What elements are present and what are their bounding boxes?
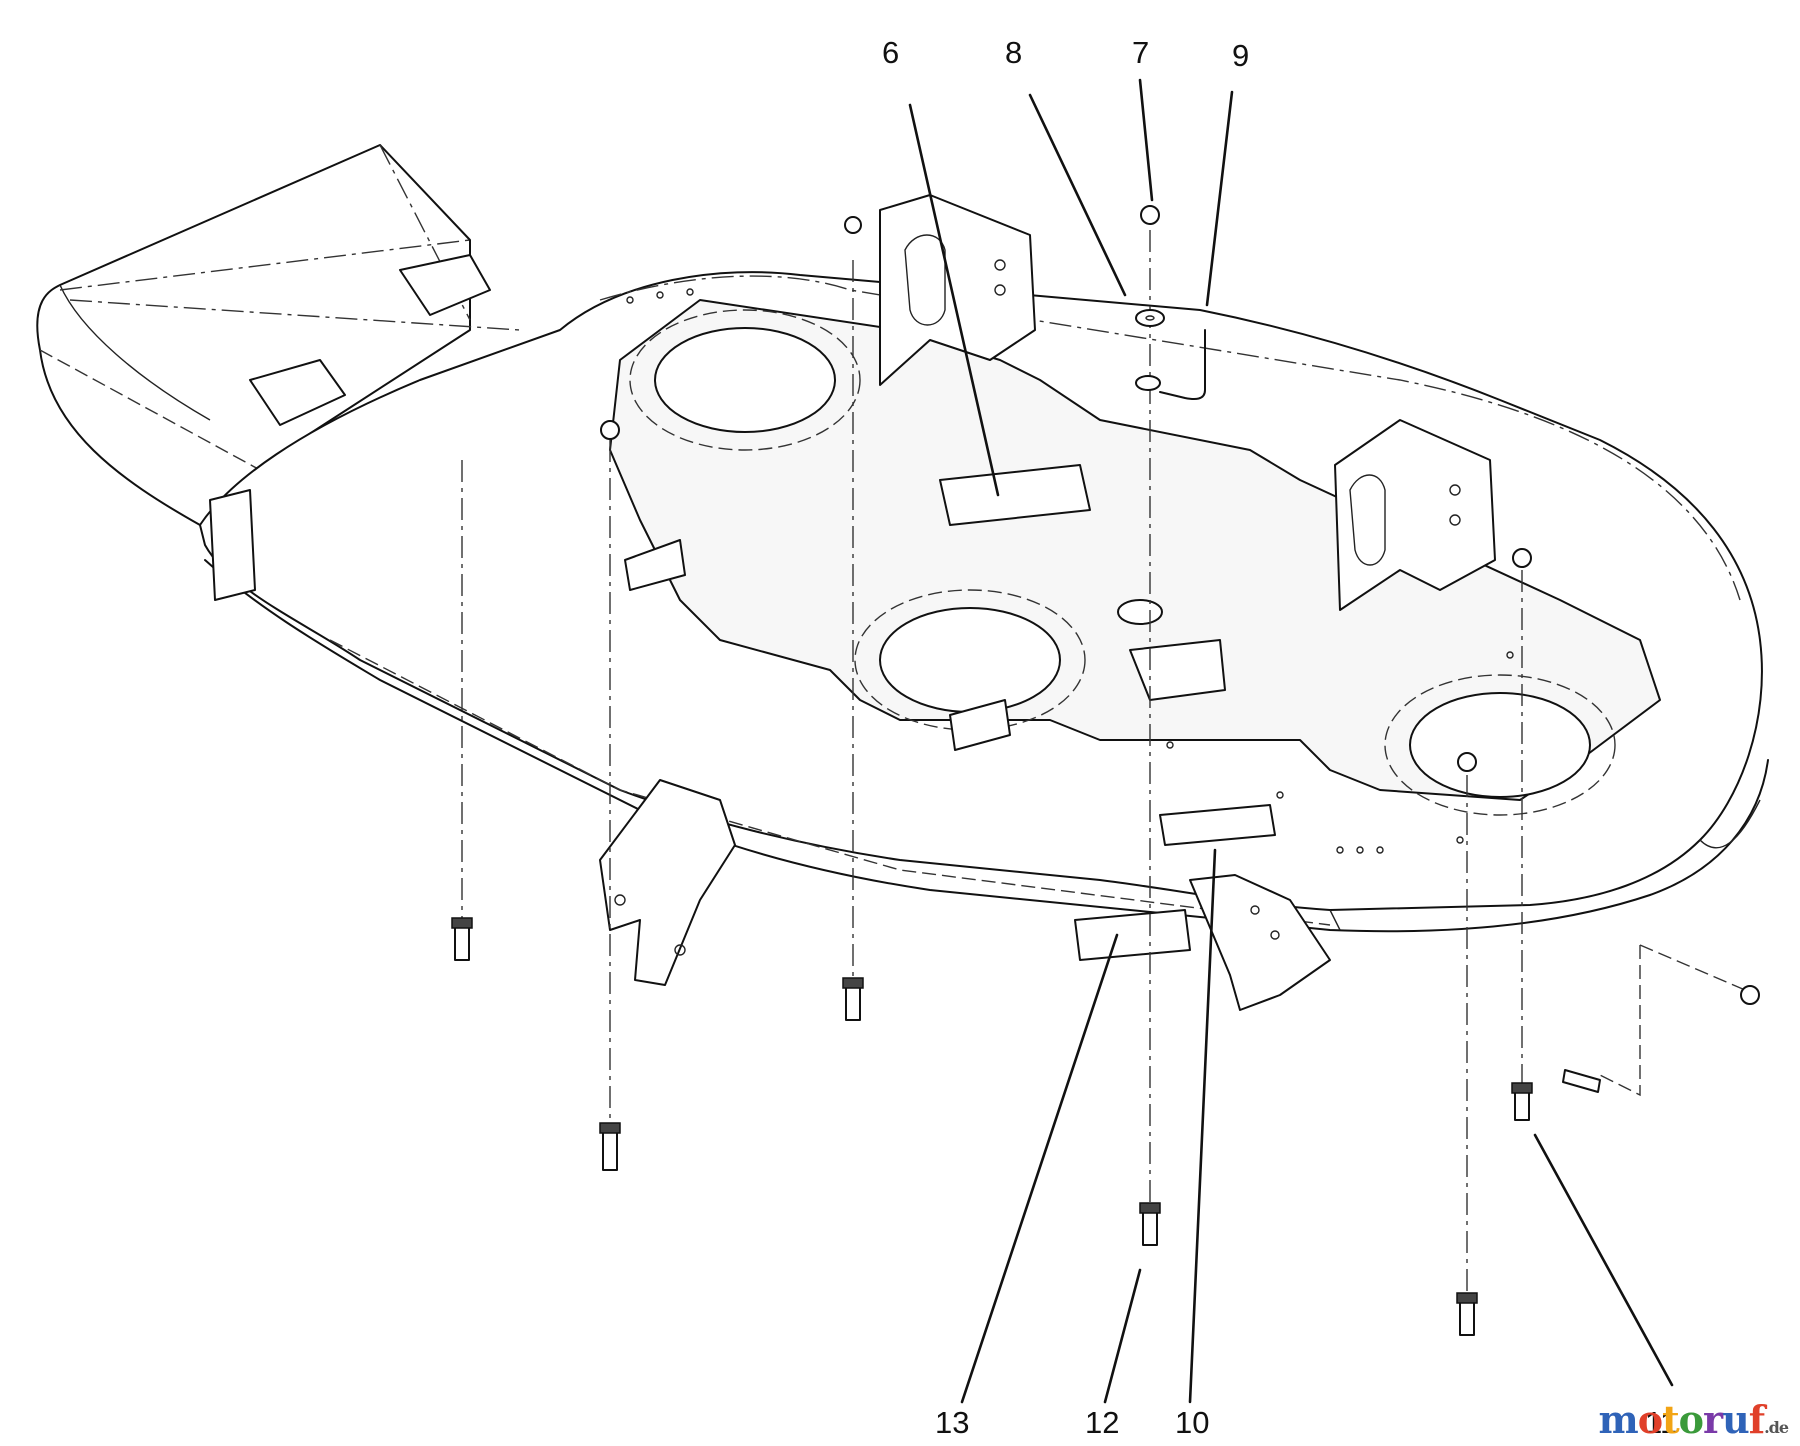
bolt-2 [599, 1122, 621, 1171]
leader-8 [1028, 93, 1127, 297]
leader-6 [908, 103, 1000, 497]
hex-nuts [600, 205, 1760, 1005]
height-adjust-bracket-left [879, 194, 1036, 386]
leader-13 [960, 933, 1119, 1404]
deck-wheel-brackets [209, 254, 1226, 751]
leader-9 [1205, 90, 1234, 307]
callout-11: 11 [1645, 1405, 1677, 1440]
fastener-centerlines [461, 230, 1746, 1300]
callout-9: 9 [1232, 38, 1249, 73]
callout-7: 7 [1132, 35, 1149, 70]
spindle-openings [629, 309, 1616, 816]
leader-11 [1533, 1133, 1674, 1387]
deck-holes [626, 288, 1514, 854]
decals [939, 464, 1276, 961]
bolt-7 [1562, 1069, 1601, 1093]
height-adjust-bracket-right [1334, 419, 1496, 611]
bolt-4 [1139, 1202, 1161, 1246]
bolt-3 [842, 977, 864, 1021]
bolt-1 [451, 917, 473, 961]
callout-13: 13 [935, 1405, 969, 1440]
callout-12: 12 [1085, 1405, 1119, 1440]
callout-6: 6 [882, 35, 899, 70]
bolt-5 [1456, 1292, 1478, 1336]
callout-labels: 6 7 8 9 10 11 12 13 [882, 35, 1677, 1440]
hairpin-pin [1135, 329, 1206, 400]
deck-shell [199, 271, 1769, 933]
leader-12 [1103, 1268, 1142, 1404]
flat-washer [1135, 309, 1165, 327]
callout-10: 10 [1175, 1405, 1209, 1440]
front-hitch-bracket [599, 779, 736, 986]
front-hitch-bracket-right [1189, 874, 1331, 1011]
bolt-6 [1511, 1082, 1533, 1121]
watermark-logo: motoruf.de [1598, 1397, 1789, 1442]
leader-10 [1188, 848, 1217, 1404]
leader-lines [908, 78, 1674, 1404]
callout-8: 8 [1005, 35, 1022, 70]
hex-bolts [451, 917, 1601, 1336]
leader-7 [1138, 78, 1154, 202]
